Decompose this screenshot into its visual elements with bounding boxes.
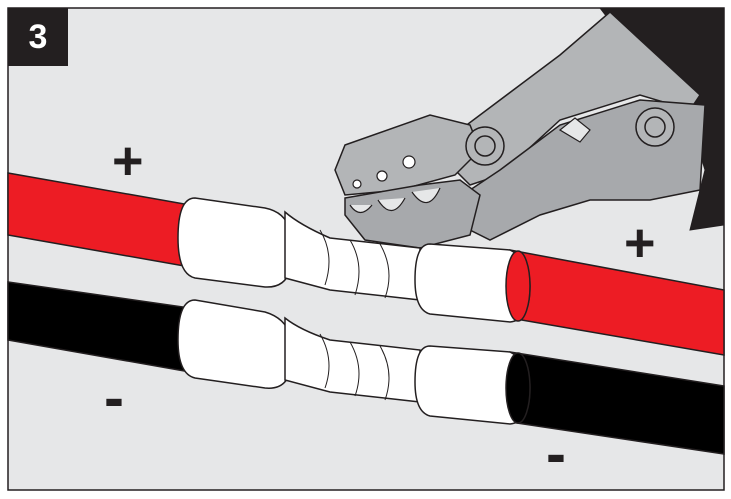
crimp-line <box>349 239 360 296</box>
butt-connector-icon <box>177 299 531 425</box>
positive-sign-left: + <box>112 131 144 191</box>
die-hole <box>402 155 416 169</box>
step-number-badge: 3 <box>8 8 68 66</box>
die-notch <box>411 187 441 204</box>
crimp-line <box>379 243 390 299</box>
negative-sign-left: - <box>104 364 124 431</box>
positive-sign-right: + <box>624 213 656 273</box>
crimp-line <box>349 341 360 397</box>
die-notch <box>377 197 406 212</box>
crimping-tool-icon <box>334 7 725 249</box>
connector-opening <box>505 250 531 322</box>
tool-jaw-upper <box>334 114 481 196</box>
die-hole <box>376 170 388 182</box>
ratchet-gap <box>558 117 591 143</box>
crimp-line <box>319 333 330 389</box>
butt-connector-icon <box>177 197 531 323</box>
connector-sleeve-left <box>177 197 291 288</box>
negative-sign-right: - <box>546 420 566 487</box>
pivot-screw-inner <box>474 135 496 157</box>
crimp-line <box>319 229 330 286</box>
die-notch <box>349 204 373 214</box>
tool-jaw-lower <box>344 179 481 249</box>
connector-opening <box>505 352 531 424</box>
die-hole <box>352 179 362 189</box>
crimp-line <box>379 345 390 401</box>
negative-wire <box>7 281 725 455</box>
pivot-screw-inner <box>644 116 666 138</box>
